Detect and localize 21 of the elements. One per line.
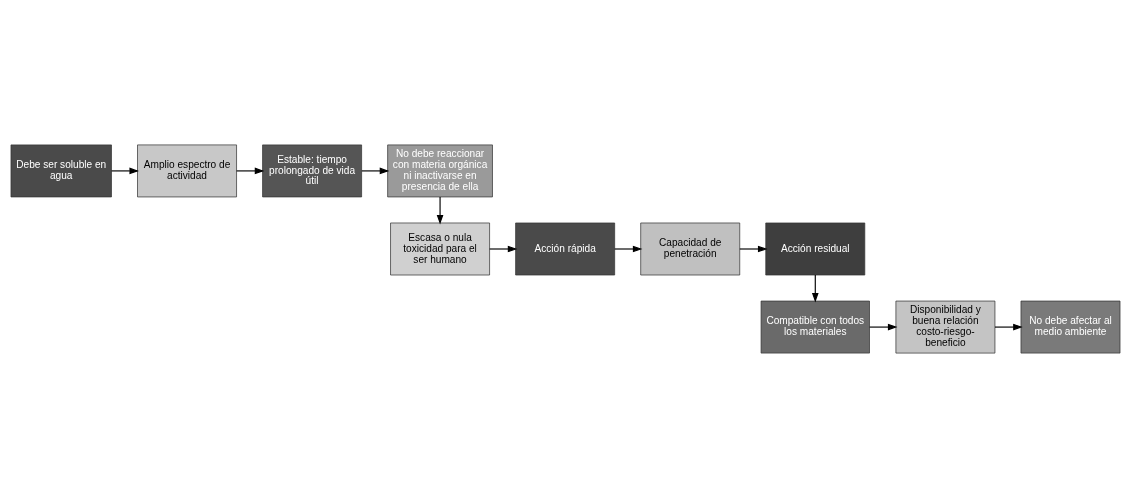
arrow xyxy=(236,167,265,174)
node-box: Amplio espectro de actividad xyxy=(137,144,237,197)
arrow xyxy=(811,273,819,303)
node-box: Disponibilidad y buena relación costo-riesgo-beneficio xyxy=(895,300,996,353)
arrow xyxy=(869,323,898,330)
node-box: Compatible con todos los materiales xyxy=(760,300,870,353)
node-box: Escasa o nula toxicidad para el ser humano xyxy=(390,222,490,275)
arrow xyxy=(739,245,768,252)
node-box: Capacidad de penetración xyxy=(640,222,741,275)
node-box: No debe reaccionar con materia orgánica ni inactivarse en presencia de ella xyxy=(387,144,493,197)
arrow xyxy=(614,245,643,252)
node-box: Acción rápida xyxy=(515,222,615,275)
arrow xyxy=(994,323,1023,330)
node-box: No debe afectar al medio ambiente xyxy=(1020,300,1121,353)
arrow xyxy=(489,245,518,252)
node-box: Debe ser soluble en agua xyxy=(10,144,112,197)
node-box: Acción residual xyxy=(765,222,866,275)
arrow xyxy=(436,195,444,224)
node-box: Estable: tiempo prolongado de vida útil xyxy=(262,144,362,197)
arrow xyxy=(111,167,139,174)
arrow xyxy=(361,167,390,174)
